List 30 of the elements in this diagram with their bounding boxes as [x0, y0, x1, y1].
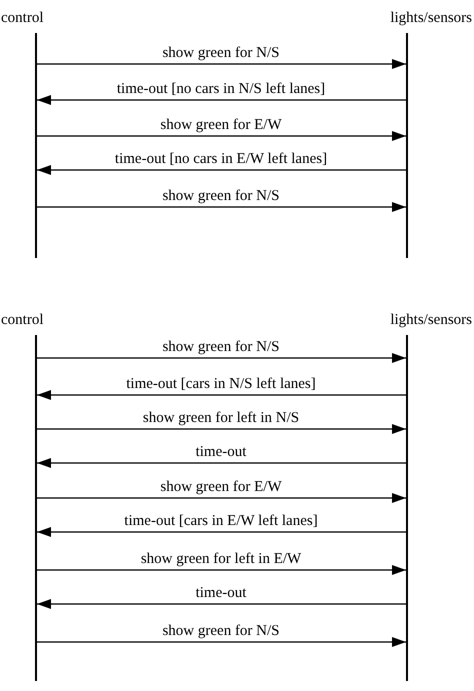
arrow	[37, 165, 406, 175]
arrow	[37, 565, 406, 575]
arrow	[37, 637, 406, 647]
arrow	[37, 59, 406, 69]
edge-label: time-out [cars in N/S left lanes]	[124, 376, 318, 393]
lifeline-label: lights/sensors	[390, 10, 472, 27]
edge-label: show green for left in N/S	[140, 410, 302, 427]
edge-label: show green for E/W	[158, 479, 284, 496]
arrow	[37, 599, 406, 609]
lifeline-label: control	[1, 312, 44, 329]
arrow	[37, 424, 406, 434]
arrow	[37, 390, 406, 400]
lifeline-label: control	[1, 10, 44, 27]
edge-label: time-out [no cars in N/S left lanes]	[114, 81, 328, 98]
arrow	[37, 131, 406, 141]
edge-label: show green for N/S	[160, 623, 282, 640]
edge-label: show green for left in E/W	[138, 551, 304, 568]
edge-label: show green for N/S	[160, 188, 282, 205]
edge-label: time-out [cars in E/W left lanes]	[122, 513, 320, 530]
edge-label: show green for N/S	[160, 45, 282, 62]
edge-label: show green for N/S	[160, 339, 282, 356]
arrow	[37, 527, 406, 537]
arrow	[37, 353, 406, 363]
lifeline-label: lights/sensors	[390, 312, 472, 329]
arrow	[37, 493, 406, 503]
arrow	[37, 95, 406, 105]
edge-label: time-out [no cars in E/W left lanes]	[112, 151, 330, 168]
edge-label: show green for E/W	[158, 117, 284, 134]
arrow	[37, 458, 406, 468]
arrow	[37, 202, 406, 212]
